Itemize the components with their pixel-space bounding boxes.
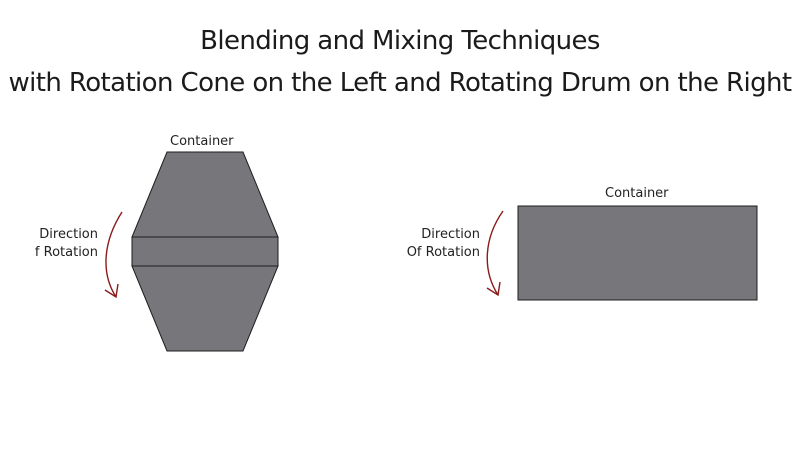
right-container-label: Container <box>605 186 669 201</box>
right-direction-line-2: Of Rotation <box>406 245 480 260</box>
left-direction-label: Direction f Rotation <box>22 226 98 262</box>
left-direction-line-1: Direction <box>39 227 98 242</box>
rotating-drum <box>517 205 758 301</box>
left-container-label: Container <box>170 134 234 149</box>
cone-middle-band <box>131 236 279 267</box>
left-rotation-arrow <box>105 211 123 298</box>
right-rotation-arrowhead <box>486 281 501 297</box>
cone-lower-section <box>131 265 279 352</box>
cone-upper-section <box>131 151 279 238</box>
right-rotation-arrow <box>486 210 504 296</box>
title-line-2: with Rotation Cone on the Left and Rotat… <box>8 68 793 98</box>
rotation-cone <box>131 151 279 352</box>
title-line-1: Blending and Mixing Techniques <box>200 26 600 56</box>
right-direction-label: Direction Of Rotation <box>390 226 480 262</box>
left-rotation-arrowhead <box>104 283 119 299</box>
left-direction-line-2: f Rotation <box>34 245 98 260</box>
right-direction-line-1: Direction <box>421 227 480 242</box>
